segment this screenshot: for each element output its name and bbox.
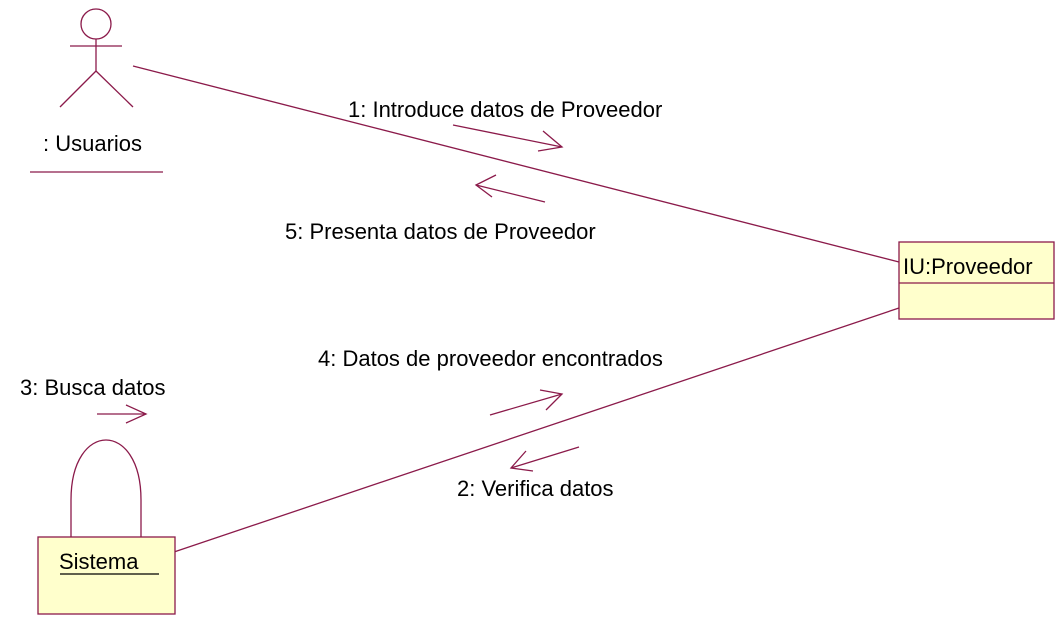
message-label-3: 3: Busca datos [20,375,166,400]
arrow-msg-4 [489,389,564,416]
object-iu-proveedor-box[interactable] [898,241,1055,320]
self-link-sistema[interactable] [70,439,142,537]
actor-usuarios-figure[interactable] [59,8,134,108]
actor-head [80,8,112,40]
actor-left-leg [59,70,97,108]
arrow-msg-2 [509,446,580,472]
link-sistema-iu-proveedor[interactable] [173,307,900,553]
arrow-msg-3 [97,404,148,424]
message-label-5: 5: Presenta datos de Proveedor [285,219,596,244]
arrow-msg-5 [474,174,546,203]
arrow-msg-1 [452,124,564,152]
object-iu-proveedor-label: IU:Proveedor [903,254,1033,279]
object-sistema-box[interactable] [37,536,176,615]
link-actor-iu-proveedor[interactable] [132,65,900,263]
message-label-2: 2: Verifica datos [457,476,614,501]
actor-usuarios-label: : Usuarios [43,131,143,156]
object-sistema-label: Sistema [59,549,139,574]
message-label-4: 4: Datos de proveedor encontrados [318,346,663,371]
actor-right-leg [95,70,134,108]
message-label-1: 1: Introduce datos de Proveedor [348,97,663,122]
